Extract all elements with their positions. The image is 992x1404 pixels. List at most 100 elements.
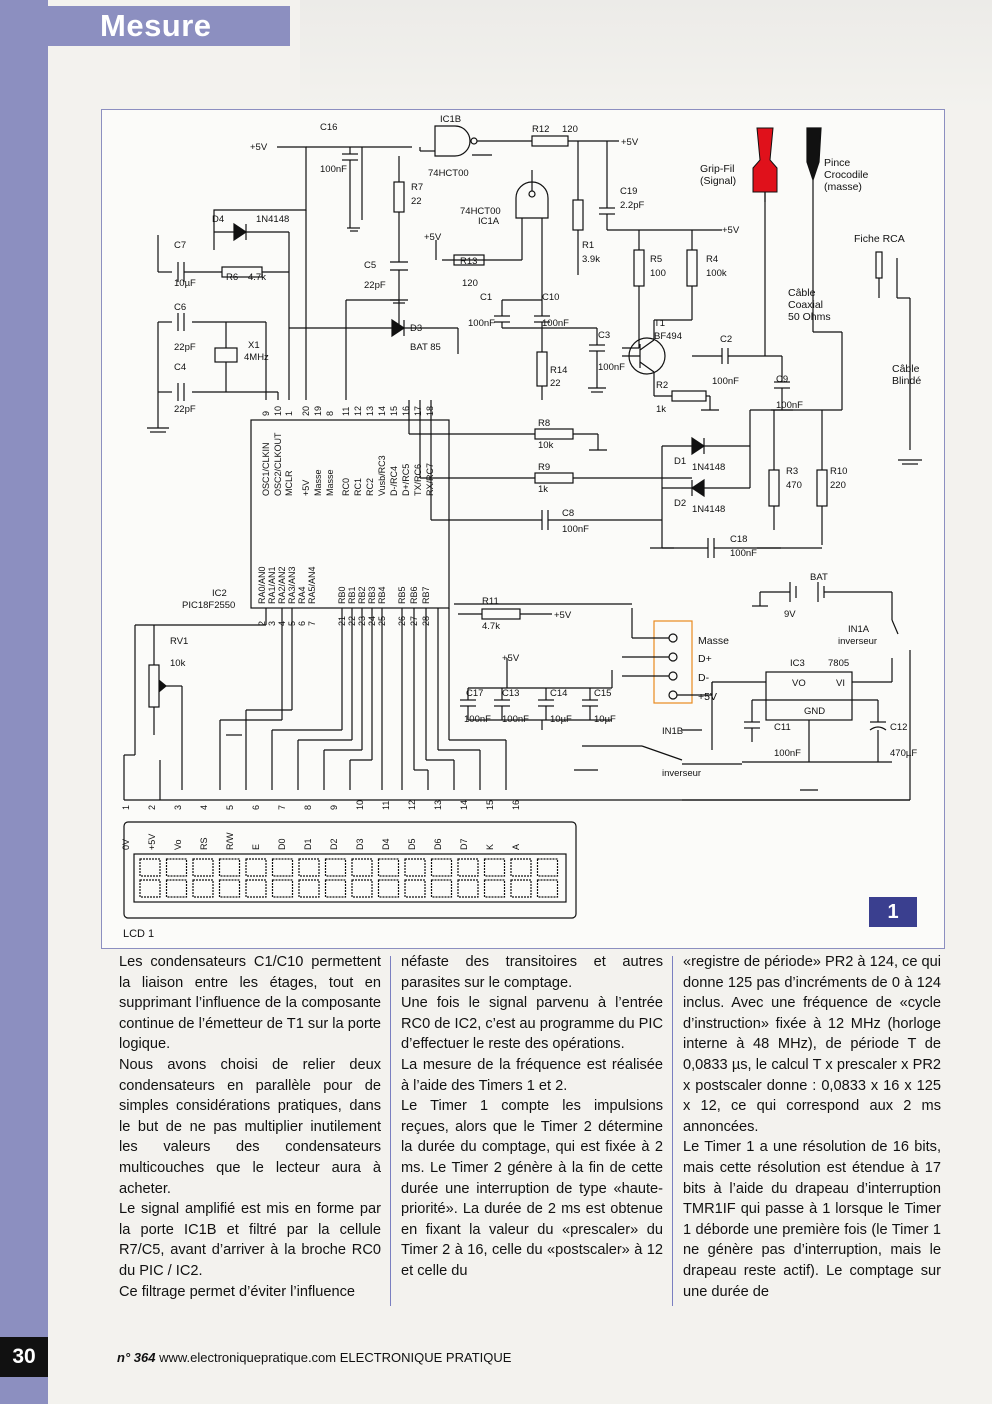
c13-label: C13 <box>502 688 519 699</box>
pic-pin-name: RB2 <box>357 586 367 604</box>
pince-label-2: Crocodile <box>824 169 869 181</box>
pic-pin-name: RA5/AN4 <box>307 566 317 604</box>
pic-pin-number: 26 <box>397 616 407 626</box>
section-tab: Mesure <box>48 6 290 46</box>
pic-pin-number: 25 <box>377 616 387 626</box>
pic-pin-name: RB6 <box>409 586 419 604</box>
r3-value: 470 <box>786 480 802 491</box>
lcd-pin-name: E <box>251 844 261 850</box>
lcd-character-cell <box>510 879 532 898</box>
pic-pin-number: 19 <box>313 406 323 416</box>
lcd-pin-name: D1 <box>303 838 313 850</box>
pic-pin-name: Masse <box>325 469 335 496</box>
pic-pin-name: Masse <box>313 469 323 496</box>
c18-value: 100nF <box>730 548 757 559</box>
lcd-pin-name: R/W <box>225 832 235 850</box>
r3-label: R3 <box>786 466 798 477</box>
lcd-pin-number: 7 <box>277 805 287 810</box>
c15-value: 10µF <box>594 714 616 725</box>
pic-pin-name: TX/RC6 <box>413 464 423 496</box>
lcd-pin-number: 13 <box>433 800 443 810</box>
c15-label: C15 <box>594 688 611 699</box>
c3-label: C3 <box>598 330 610 341</box>
pic-pin-number: 16 <box>401 406 411 416</box>
r10-label: R10 <box>830 466 847 477</box>
r4-vcc: +5V <box>722 225 740 236</box>
t1-value: BF494 <box>654 331 682 342</box>
lcd-pin-number: 4 <box>199 805 209 810</box>
column-divider <box>672 956 673 1306</box>
lcd-pin-number: 15 <box>485 800 495 810</box>
lcd-pin-number: 16 <box>511 800 521 810</box>
pic-pin-name: RB4 <box>377 586 387 604</box>
section-title: Mesure <box>100 8 212 43</box>
c8-label: C8 <box>562 508 574 519</box>
lcd-pin-name: D6 <box>433 838 443 850</box>
in1b-label: IN1B <box>662 726 683 737</box>
lcd-pin-name: A <box>511 844 521 850</box>
pic-pin-number: 5 <box>287 621 297 626</box>
pic-pin-number: 23 <box>357 616 367 626</box>
lcd-pin-name: D0 <box>277 838 287 850</box>
pic-pin-name: RB3 <box>367 586 377 604</box>
c16-value: 100nF <box>320 164 347 175</box>
c5-label: C5 <box>364 260 376 271</box>
d2-label: D2 <box>674 498 686 509</box>
pic-pin-number: 24 <box>367 616 377 626</box>
article-column-3: «registre de période» PR2 à 124, ce qui … <box>683 952 941 1302</box>
paragraph: néfaste des transitoires et autres paras… <box>401 954 663 991</box>
ic2-label: IC2 <box>212 588 227 599</box>
c16-label: C16 <box>320 122 337 133</box>
ic3-label: IC3 <box>790 658 805 669</box>
c12-label: C12 <box>890 722 907 733</box>
r5-label: R5 <box>650 254 662 265</box>
d3-value: BAT 85 <box>410 342 441 353</box>
lcd-pin-number: 10 <box>355 800 365 810</box>
lcd-character-cell <box>218 879 241 898</box>
paragraph: Le signal amplifié est mis en forme par … <box>119 1201 381 1279</box>
grip-label-2: (Signal) <box>700 175 736 187</box>
ic1b-type: 74HCT00 <box>428 168 469 179</box>
c11-value: 100nF <box>774 748 801 759</box>
c19-value: 2.2pF <box>620 200 644 211</box>
pic-pin-number: 8 <box>325 411 335 416</box>
c14-value: 10µF <box>550 714 572 725</box>
c7-label: C7 <box>174 240 186 251</box>
lcd-character-cell <box>139 858 161 877</box>
c2-value: 100nF <box>712 376 739 387</box>
pic-pin-number: 3 <box>267 621 277 626</box>
c2-label: C2 <box>720 334 732 345</box>
grip-label: Grip-Fil <box>700 163 734 175</box>
lcd-character-cell <box>298 858 320 877</box>
vcc-label: +5V <box>250 142 268 153</box>
r10-value: 220 <box>830 480 846 491</box>
ic1b-label: IC1B <box>440 114 461 125</box>
r12-vcc: +5V <box>621 137 639 148</box>
r7-value: 22 <box>411 196 422 207</box>
in1a-label: IN1A <box>848 624 870 635</box>
r4-label: R4 <box>706 254 718 265</box>
website-link[interactable]: www.electroniquepratique.com <box>159 1350 337 1365</box>
in1a-type: inverseur <box>838 636 877 647</box>
lcd-pin-number: 6 <box>251 805 261 810</box>
pic-pin-name: RA3/AN3 <box>287 566 297 604</box>
pic-pin-name: RB7 <box>421 586 431 604</box>
r1-label: R1 <box>582 240 594 251</box>
c5-value: 22pF <box>364 280 386 291</box>
pic-pin-number: 14 <box>377 406 387 416</box>
lcd-character-cell <box>271 879 294 898</box>
pic-pin-name: RB1 <box>347 586 357 604</box>
pic-pin-number: 2 <box>257 621 267 626</box>
lcd-character-cell <box>324 879 347 898</box>
ic3-vo: VO <box>792 678 806 689</box>
paragraph: Nous avons choisi de relier deux condens… <box>119 1056 381 1197</box>
lcd-pin-name: D7 <box>459 838 469 850</box>
pic-pin-name: +5V <box>301 480 311 496</box>
r14-label: R14 <box>550 365 567 376</box>
r11-label: R11 <box>482 596 499 607</box>
r2-label: R2 <box>656 380 668 391</box>
lcd-character-cell <box>377 858 400 877</box>
c7-value: 10µF <box>174 278 196 289</box>
pic-pin-name: RC2 <box>365 478 375 496</box>
lcd-pin-number: 9 <box>329 805 339 810</box>
